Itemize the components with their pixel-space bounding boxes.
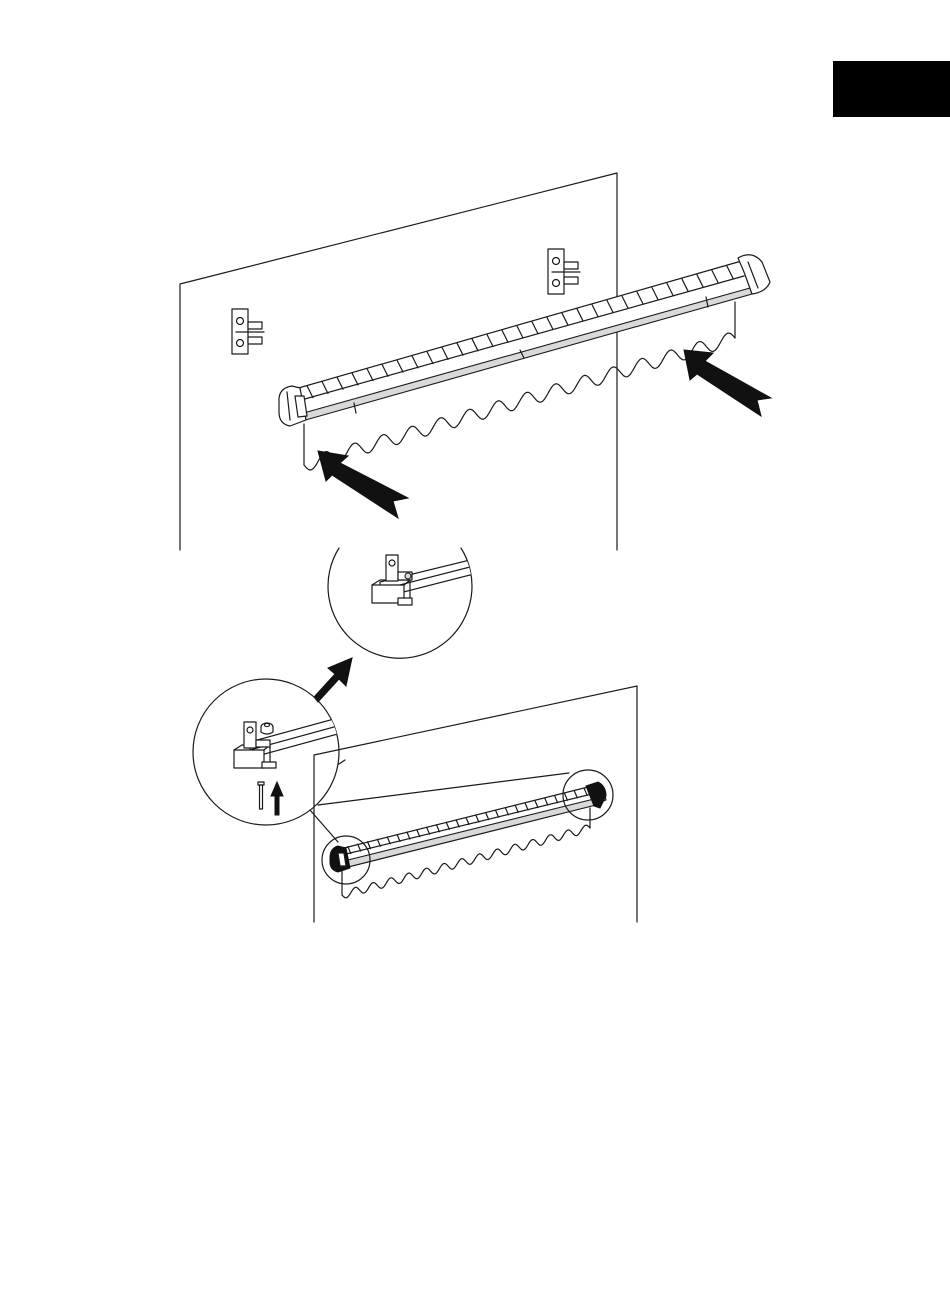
wall-bracket-right [548,249,580,294]
arrow-bolt-up-icon [271,782,283,815]
nut-icon [261,723,273,734]
arrow-zoom-icon [314,658,352,702]
bolt-icon [258,782,264,809]
leader-line-upper [318,773,569,805]
wall-bracket-left [232,309,264,354]
detail-circle-bolt [193,679,345,825]
awning-cassette-top [288,261,768,421]
arrow-right-end-icon [684,350,771,416]
arrow-left-end-icon [318,451,408,518]
detail-circle-top [328,548,478,658]
